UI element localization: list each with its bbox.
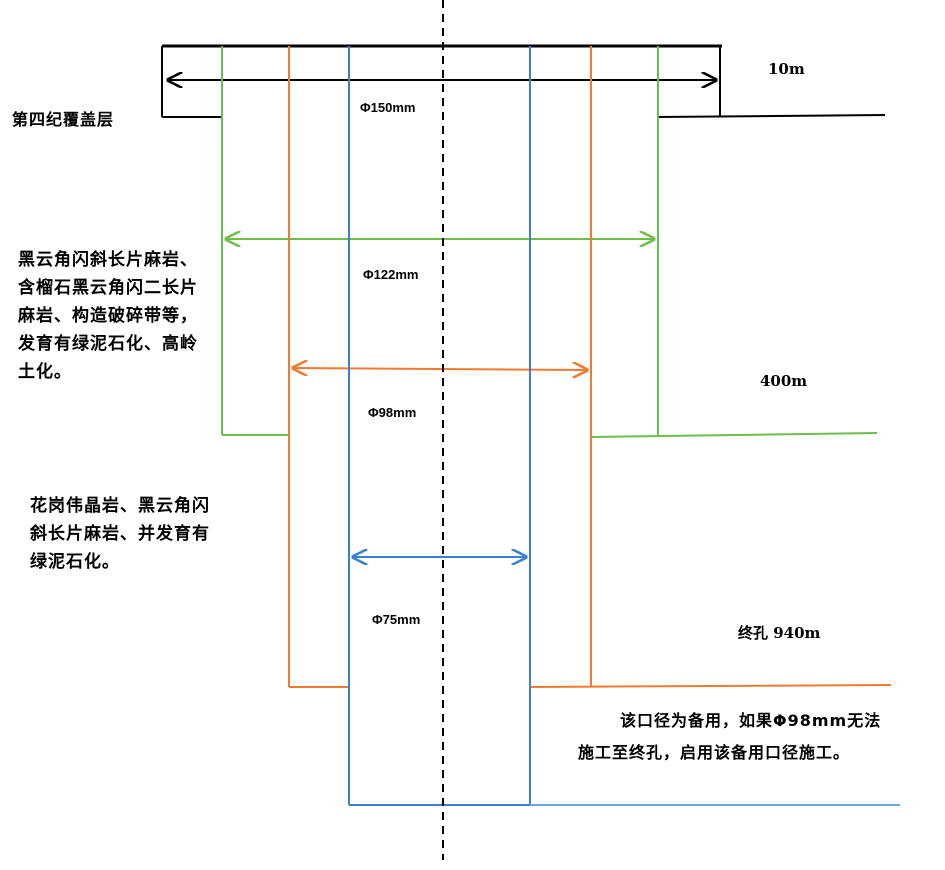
stratum-label-quaternary: 第四纪覆盖层 <box>12 110 115 129</box>
backup-diameter-note: 该口径为备用，如果Φ98mm无法施工至终孔，启用该备用口径施工。 <box>578 711 882 762</box>
stratum-label-lower-rock: 花岗伟晶岩、黑云角闪斜长片麻岩、并发育有绿泥石化。 <box>30 496 210 572</box>
diameter-label-75: Φ75mm <box>372 612 421 627</box>
diameter-label-122: Φ122mm <box>363 267 419 282</box>
depth-label-940m: 终孔 940m <box>738 624 821 642</box>
depth-label-400m: 400m <box>760 372 808 390</box>
casing-122mm <box>221 46 878 438</box>
casing-98mm <box>288 46 892 688</box>
casing-75mm <box>348 46 900 806</box>
stratum-label-upper-rock: 黑云角闪斜长片麻岩、含榴石黑云角闪二长片麻岩、构造破碎带等，发育有绿泥石化、高岭… <box>18 250 198 382</box>
diameter-label-98: Φ98mm <box>368 405 417 420</box>
depth-label-10m: 10m <box>768 60 805 78</box>
diameter-label-150: Φ150mm <box>360 100 416 115</box>
casing-150mm <box>161 44 886 118</box>
